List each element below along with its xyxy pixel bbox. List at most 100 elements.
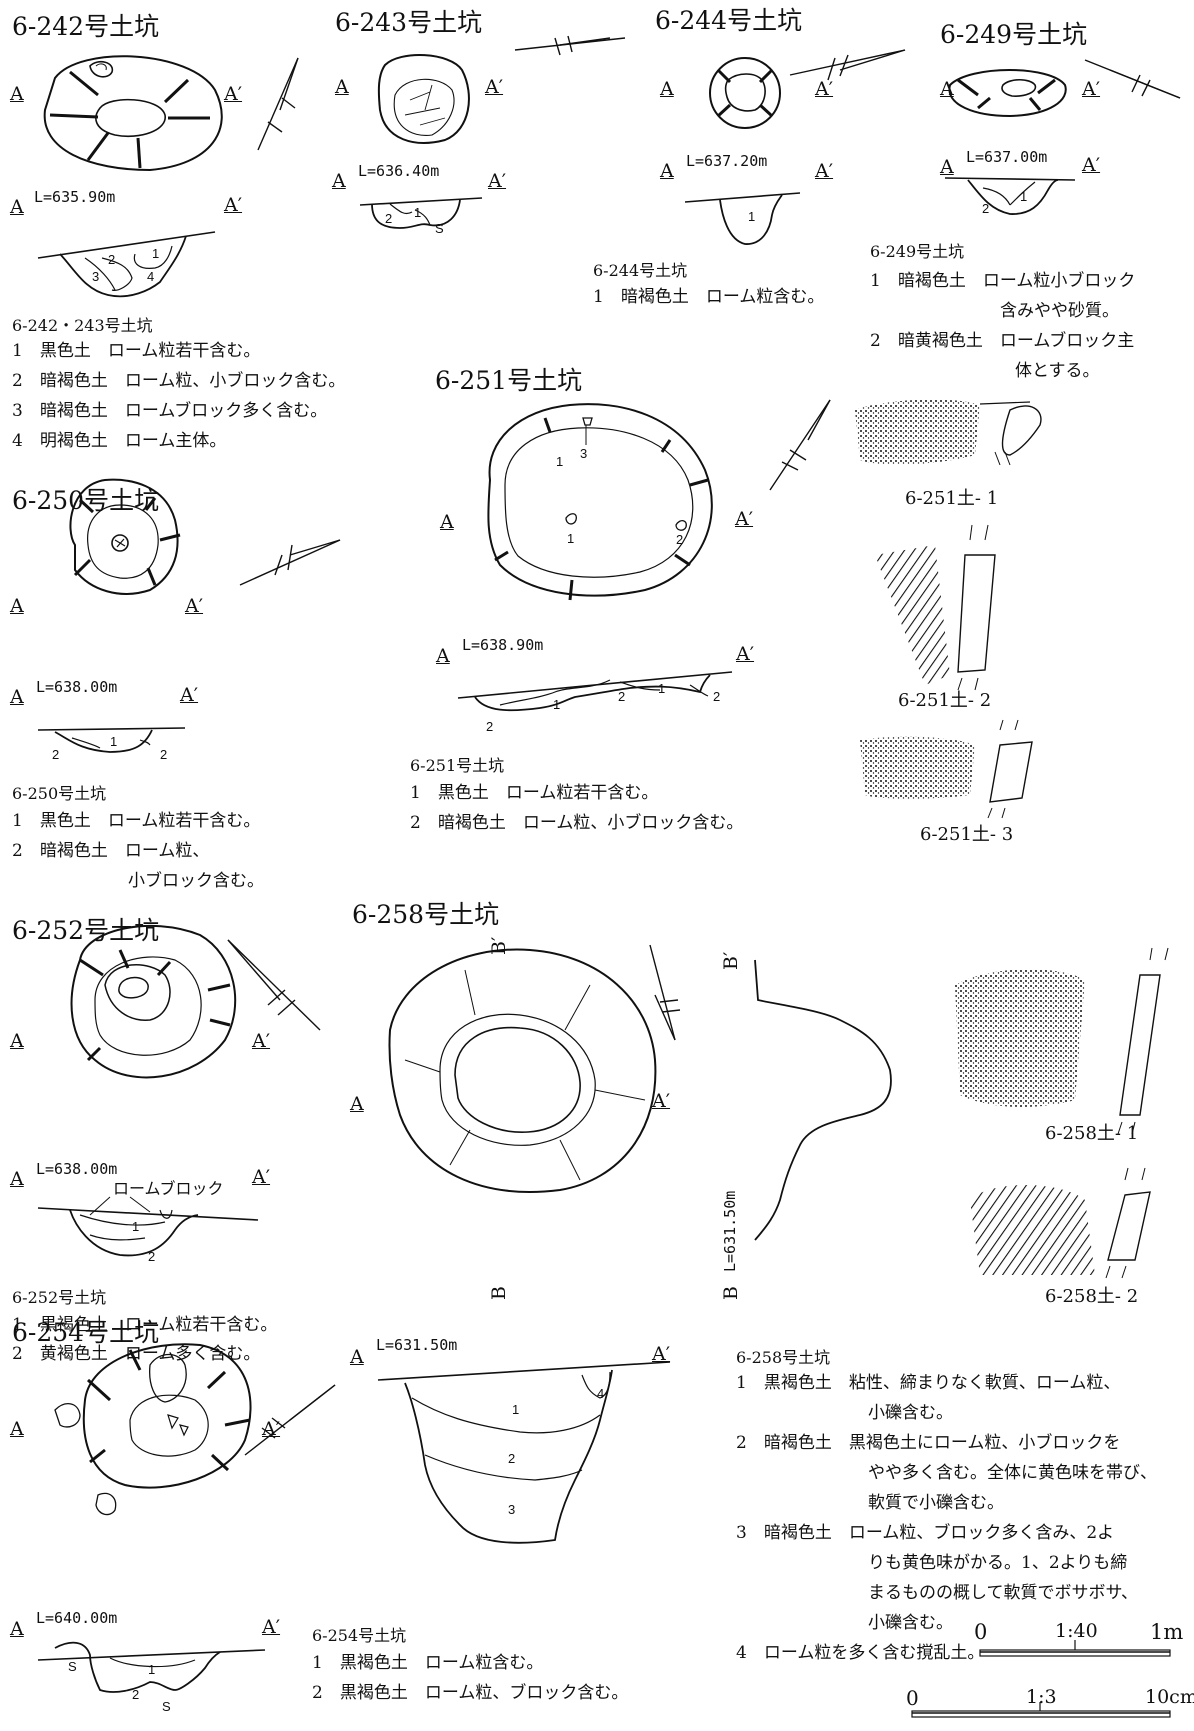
legend-row: 1 黒褐色土 ローム粒若干含む。 xyxy=(12,1315,278,1335)
layer-num: 1 xyxy=(553,697,561,712)
pit-242-plan-a2: A′ xyxy=(224,83,243,105)
layer-num: 1 xyxy=(567,531,575,546)
layer-num: 2 xyxy=(132,1687,140,1702)
pit-250-elevation: L=638.00m xyxy=(36,678,118,696)
pit-252-elevation: L=638.00m xyxy=(36,1160,118,1178)
pit-243-plan-a2: A′ xyxy=(485,76,504,98)
scale-3-length: 10cm xyxy=(1145,1686,1194,1708)
legend-row: 1 黒色土 ローム粒若干含む。 xyxy=(12,811,261,831)
layer-num: 1 xyxy=(110,734,118,749)
legend-258-heading: 6-258号土坑 xyxy=(736,1348,831,1367)
legend-row-cont: 含みやや砂質。 xyxy=(1000,301,1119,321)
legend-row: 3 暗褐色土 ローム粒、ブロック多く含み、2よ xyxy=(736,1523,1115,1543)
pit-244-elevation: L=637.20m xyxy=(686,152,768,170)
pit-252-sec-a2: A′ xyxy=(252,1166,271,1188)
pit-249-sec-a2: A′ xyxy=(1082,154,1101,176)
layer-num: 1 xyxy=(556,454,564,469)
pit-258-plan-a: A xyxy=(350,1093,364,1115)
pit-243-plan xyxy=(377,54,470,144)
pit-258-plan-b2: B′ xyxy=(488,936,510,955)
pit-251-sec-a2: A′ xyxy=(736,643,755,665)
legend-row: 3 暗褐色土 ロームブロック多く含む。 xyxy=(12,401,328,421)
pit-252-section xyxy=(37,1196,259,1257)
pit-249-plan-a2: A′ xyxy=(1082,78,1101,100)
legend-row-cont: 小礫含む。 xyxy=(868,1403,953,1423)
layer-num: 4 xyxy=(597,1386,605,1401)
pit-251-sec-a: A xyxy=(436,645,450,667)
pit-250-plan xyxy=(69,478,181,595)
legend-251-heading: 6-251号土坑 xyxy=(410,756,505,775)
pit-252-plan xyxy=(70,924,237,1079)
pit-258-elevation: L=631.50m xyxy=(376,1336,458,1354)
pit-242-plan-a: A xyxy=(10,83,24,105)
pit-251-plan-a: A xyxy=(440,511,454,533)
layer-num: 1 xyxy=(152,246,160,261)
pit-244-plan-a: A xyxy=(660,78,674,100)
pit-242-section xyxy=(37,231,216,298)
pit-249-sec-a: A xyxy=(940,156,954,178)
pit-244-arrow xyxy=(789,49,906,81)
sherd-251-1-caption: 6-251土- 1 xyxy=(905,488,999,509)
pit-249-title: 6-249号土坑 xyxy=(940,20,1088,49)
pit-250-plan-a: A xyxy=(10,595,24,617)
pit-250-plan-a2: A′ xyxy=(185,595,204,617)
pit-243-plan-a: A xyxy=(335,76,349,98)
legend-row: 1 暗褐色土 ローム粒小ブロック xyxy=(870,271,1136,291)
pit-254-sec-a2: A′ xyxy=(262,1616,281,1638)
pit-244-sec-a: A xyxy=(660,160,674,182)
pit-244-title: 6-244号土坑 xyxy=(655,6,803,35)
pit-251-plan xyxy=(487,403,713,601)
pit-258-plan-a2: A′ xyxy=(652,1090,671,1112)
pit-254-sec-a: A xyxy=(10,1618,24,1640)
pit-254-elevation: L=640.00m xyxy=(36,1609,118,1627)
layer-num: 2 xyxy=(982,201,990,216)
legend-row: 2 暗褐色土 ローム粒、小ブロック含む。 xyxy=(12,371,346,391)
pit-250-sec-a2: A′ xyxy=(180,684,199,706)
legend-row-cont: やや多く含む。全体に黄色味を帯び、 xyxy=(868,1463,1157,1483)
legend-250-heading: 6-250号土坑 xyxy=(12,784,107,803)
legend-244-heading: 6-244号土坑 xyxy=(593,261,688,280)
legend-242-243-heading: 6-242・243号土坑 xyxy=(12,316,153,335)
sherd-258-1-caption: 6-258土- 1 xyxy=(1045,1123,1139,1144)
legend-249-heading: 6-249号土坑 xyxy=(870,242,965,261)
legend-row-cont: 軟質で小礫含む。 xyxy=(868,1493,1004,1513)
scale-3-zero: 0 xyxy=(906,1686,919,1710)
pit-244-section xyxy=(684,192,801,245)
pit-258-title: 6-258号土坑 xyxy=(352,900,500,929)
layer-num: 1 xyxy=(658,681,666,696)
layer-num: 1 xyxy=(132,1219,140,1234)
pit-242-arrow xyxy=(257,57,299,151)
pit-254-plan xyxy=(54,1343,252,1516)
pit-258-arrow xyxy=(649,944,681,1041)
pit-258-sec-b-elevation: L=631.50m xyxy=(721,1190,739,1272)
legend-row: 2 暗褐色土 ローム粒、 xyxy=(12,841,210,861)
legend-row-cont: 体とする。 xyxy=(1015,361,1100,381)
pit-249-plan xyxy=(948,69,1067,118)
pit-251-elevation: L=638.90m xyxy=(462,636,544,654)
scale-40-ratio: 1:40 xyxy=(1055,1620,1098,1642)
pit-242-elevation: L=635.90m xyxy=(34,188,116,206)
pit-252-plan-a2: A′ xyxy=(252,1030,271,1052)
pit-258-plan xyxy=(388,948,657,1193)
sherd-258-2 xyxy=(970,1167,1151,1279)
layer-num: 3 xyxy=(580,446,588,461)
layer-num: 2 xyxy=(385,211,393,226)
pit-249-arrow xyxy=(1084,59,1181,99)
layer-num: 3 xyxy=(92,269,100,284)
scale-40-zero: 0 xyxy=(974,1620,988,1644)
pit-243-arrow xyxy=(514,35,626,56)
pit-252-sec-a: A xyxy=(10,1168,24,1190)
pit-251-title: 6-251号土坑 xyxy=(435,366,583,395)
legend-row: 1 黒色土 ローム粒若干含む。 xyxy=(410,783,659,803)
layer-num: 2 xyxy=(108,252,116,267)
layer-num: 3 xyxy=(508,1502,516,1517)
pit-258-sec-a: A xyxy=(350,1346,364,1368)
legend-row: 2 暗黄褐色土 ロームブロック主 xyxy=(870,331,1135,351)
pit-243-sec-a2: A′ xyxy=(488,170,507,192)
pit-252-title: 6-252号土坑 xyxy=(12,916,160,945)
layer-num: 2 xyxy=(618,689,626,704)
pit-258-section-b xyxy=(754,959,892,1241)
pit-244-plan xyxy=(709,57,781,129)
layer-num: S xyxy=(435,221,444,236)
